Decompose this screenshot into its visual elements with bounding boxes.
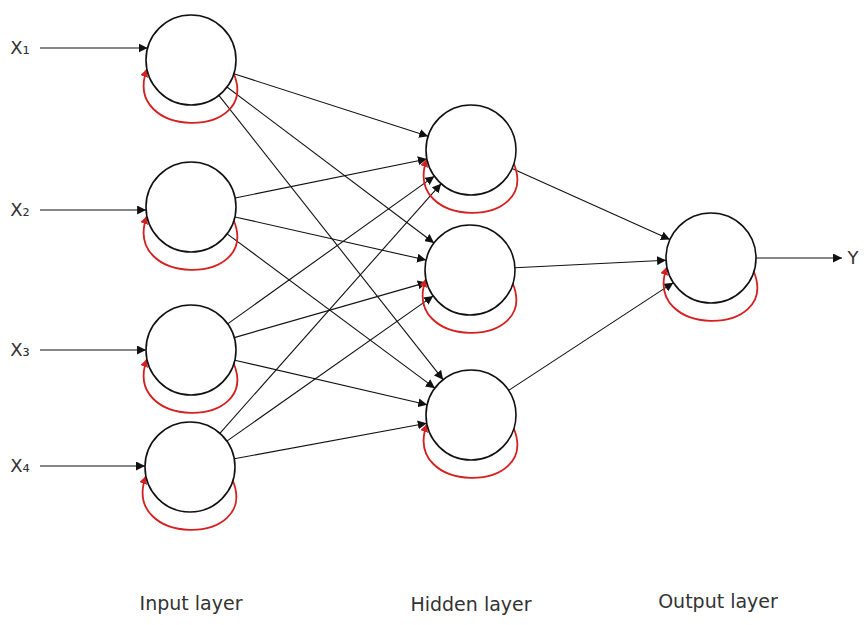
neuron-circle [145,422,235,512]
neuron-circle [666,213,756,303]
weight-line [220,184,441,434]
neuron-circle [425,225,515,315]
io-arrow [40,349,146,350]
neuron-circle [146,15,236,105]
weight-line [234,74,428,136]
weight-line [512,168,670,239]
layer-label: Hidden layer [410,594,531,615]
weight-line [234,282,426,337]
input-variable: X₃ [10,340,30,360]
weight-line [235,217,426,260]
neuron-circle [146,305,236,395]
weight-line [509,283,674,391]
weight-line [227,234,435,388]
input-variable: X₁ [10,38,30,58]
io-arrow [40,209,146,210]
io-arrow [40,47,148,48]
recurrent-loops [143,69,758,530]
io-arrows [40,48,842,466]
io-arrow [40,465,145,466]
weight-line [227,87,434,243]
neuron-circle [426,105,516,195]
input-variable: X₂ [10,200,30,220]
input-variable: X₄ [10,456,30,476]
weight-line [515,260,666,268]
layer-label: Input layer [140,593,243,614]
weight-line [234,423,427,459]
neurons [145,15,756,512]
neuron-circle [146,162,236,252]
io-arrow [756,257,842,258]
weight-line [235,159,427,198]
neuron-circle [426,370,516,460]
weight-line [228,176,435,324]
weight-line [227,296,433,441]
output-variable: Y [848,248,859,268]
weight-line [219,95,443,379]
layer-label: Output layer [658,591,778,612]
weight-line [235,360,427,405]
